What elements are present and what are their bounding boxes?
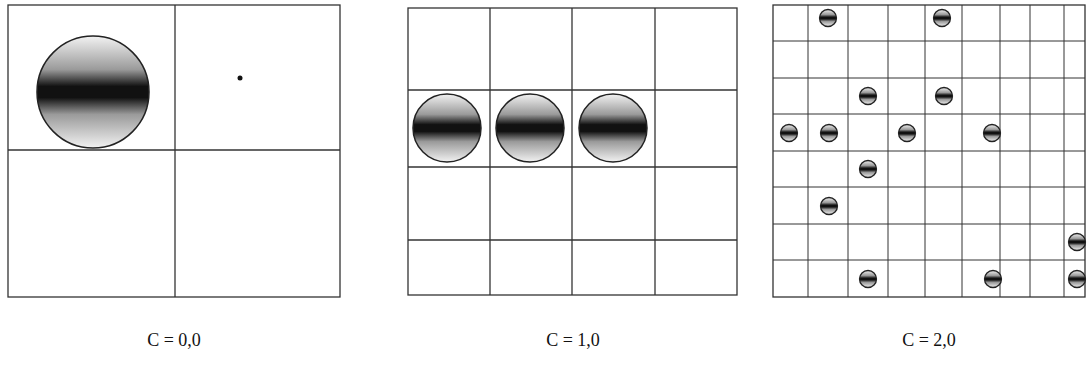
panel-caption: C = 1,0 [546,330,600,351]
sphere [496,94,564,162]
tiny-particle [238,76,243,81]
sphere [579,94,647,162]
panel-frame [773,5,1085,297]
small-spheres [781,10,1086,288]
panel-caption: C = 0,0 [147,330,201,351]
sphere [413,94,481,162]
large-sphere [37,36,149,148]
panel-frame [408,8,737,295]
panel-frame [8,5,340,297]
panel-caption: C = 2,0 [902,330,956,351]
